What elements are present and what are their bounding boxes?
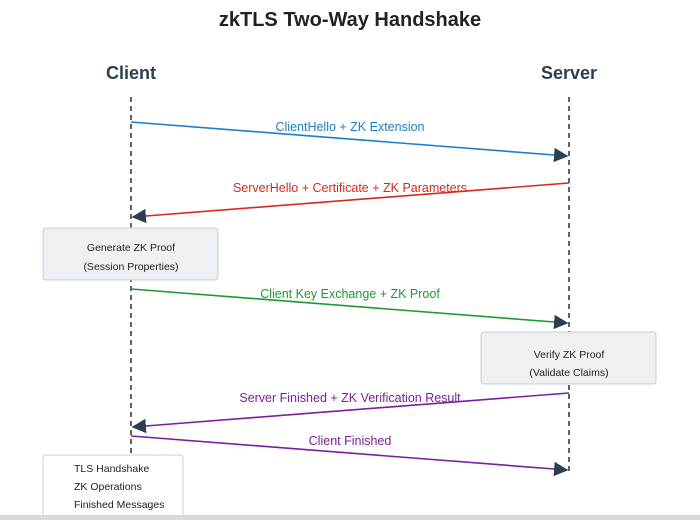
message-label-server-finished: Server Finished + ZK Verification Result	[239, 391, 461, 405]
message-arrow-server-finished	[131, 392, 570, 434]
bottom-scroll-strip	[0, 515, 700, 520]
process-box-verify-proof	[480, 331, 657, 385]
legend-item-tls-handshake: TLS Handshake	[74, 463, 149, 475]
diagram-title: zkTLS Two-Way Handshake	[219, 9, 481, 31]
legend-item-zk-operations: ZK Operations	[74, 481, 142, 493]
process-box-generate-proof-line1: Generate ZK Proof	[87, 242, 175, 254]
message-arrow-key-exchange	[130, 288, 569, 330]
process-box-verify-proof-line2: (Validate Claims)	[529, 367, 608, 379]
message-arrow-client-hello	[130, 121, 569, 163]
participant-client-label: Client	[106, 63, 156, 83]
message-label-key-exchange: Client Key Exchange + ZK Proof	[260, 287, 440, 301]
message-label-client-hello: ClientHello + ZK Extension	[275, 120, 424, 134]
participant-server-label: Server	[541, 63, 597, 83]
message-arrow-client-finished	[130, 435, 569, 477]
message-arrow-server-hello	[131, 182, 570, 224]
message-label-client-finished: Client Finished	[309, 434, 392, 448]
message-label-server-hello: ServerHello + Certificate + ZK Parameter…	[233, 181, 467, 195]
process-box-generate-proof	[42, 227, 219, 281]
process-box-verify-proof-line1: Verify ZK Proof	[534, 349, 605, 361]
process-box-generate-proof-line2: (Session Properties)	[83, 261, 178, 273]
legend-item-finished-messages: Finished Messages	[74, 499, 164, 511]
